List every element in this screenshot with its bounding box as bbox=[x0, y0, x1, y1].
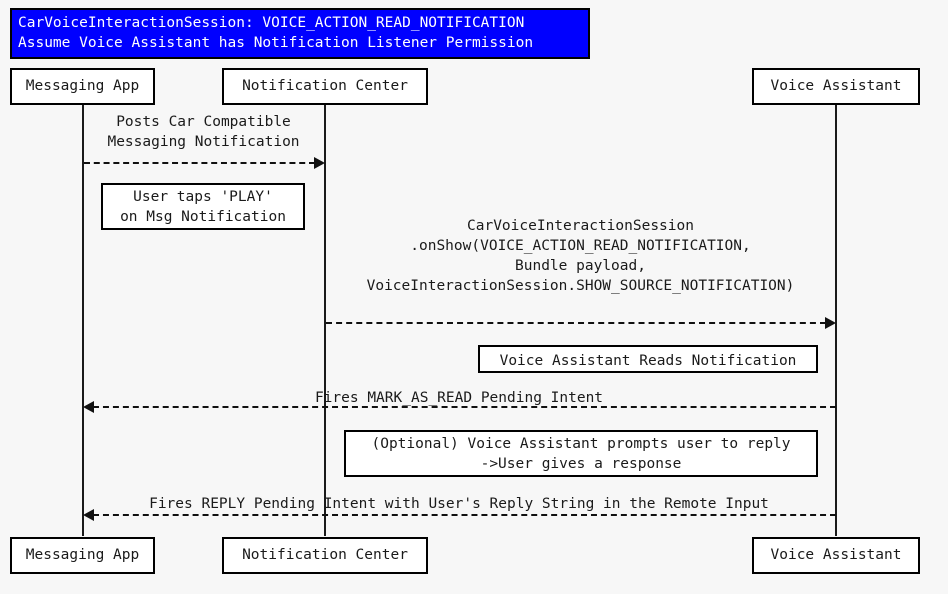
message-arrow-posts-notification bbox=[84, 162, 315, 164]
diagram-title-box: CarVoiceInteractionSession: VOICE_ACTION… bbox=[10, 8, 590, 59]
note-user-taps-play-line-1: User taps 'PLAY' bbox=[133, 189, 273, 205]
message-on-show-line-3: Bundle payload, bbox=[515, 258, 646, 274]
lifeline-notification-center bbox=[324, 104, 326, 536]
note-optional-line-1: (Optional) Voice Assistant prompts user … bbox=[371, 436, 791, 452]
diagram-title-line-1: CarVoiceInteractionSession: VOICE_ACTION… bbox=[18, 15, 525, 31]
note-voice-assistant-reads-notification: Voice Assistant Reads Notification bbox=[478, 345, 818, 373]
message-on-show-line-2: .onShow(VOICE_ACTION_READ_NOTIFICATION, bbox=[410, 238, 751, 254]
note-reads-notification-line-1: Voice Assistant Reads Notification bbox=[499, 353, 797, 369]
message-posts-line-1: Posts Car Compatible bbox=[116, 114, 291, 130]
arrowhead-posts-notification bbox=[314, 157, 325, 169]
message-label-mark-as-read: Fires MARK_AS_READ Pending Intent bbox=[82, 388, 836, 408]
note-optional-line-2: ->User gives a response bbox=[480, 456, 682, 472]
message-label-posts-notification: Posts Car Compatible Messaging Notificat… bbox=[82, 112, 325, 152]
arrowhead-reply-pending-intent bbox=[83, 509, 94, 521]
participant-notification-center-top[interactable]: Notification Center bbox=[222, 68, 428, 105]
note-user-taps-play-line-2: on Msg Notification bbox=[120, 209, 286, 225]
message-reply-line-1: Fires REPLY Pending Intent with User's R… bbox=[149, 496, 769, 512]
arrowhead-mark-as-read bbox=[83, 401, 94, 413]
message-arrow-mark-as-read bbox=[93, 406, 836, 408]
message-label-reply-pending-intent: Fires REPLY Pending Intent with User's R… bbox=[82, 494, 836, 514]
lifeline-voice-assistant bbox=[835, 104, 837, 536]
message-label-on-show: CarVoiceInteractionSession .onShow(VOICE… bbox=[325, 216, 836, 296]
message-on-show-line-4: VoiceInteractionSession.SHOW_SOURCE_NOTI… bbox=[366, 278, 795, 294]
message-posts-line-2: Messaging Notification bbox=[107, 134, 300, 150]
participant-voice-assistant-bottom[interactable]: Voice Assistant bbox=[752, 537, 920, 574]
participant-voice-assistant-top[interactable]: Voice Assistant bbox=[752, 68, 920, 105]
participant-messaging-app-top[interactable]: Messaging App bbox=[10, 68, 155, 105]
message-on-show-line-1: CarVoiceInteractionSession bbox=[467, 218, 694, 234]
arrowhead-on-show bbox=[825, 317, 836, 329]
lifeline-messaging-app bbox=[82, 104, 84, 536]
diagram-title-line-2: Assume Voice Assistant has Notification … bbox=[18, 35, 534, 51]
message-arrow-reply-pending-intent bbox=[93, 514, 836, 516]
participant-notification-center-bottom[interactable]: Notification Center bbox=[222, 537, 428, 574]
message-arrow-on-show bbox=[326, 322, 826, 324]
note-optional-prompt-user: (Optional) Voice Assistant prompts user … bbox=[344, 430, 818, 477]
participant-messaging-app-bottom[interactable]: Messaging App bbox=[10, 537, 155, 574]
note-user-taps-play: User taps 'PLAY' on Msg Notification bbox=[101, 183, 305, 230]
message-mark-as-read-line-1: Fires MARK_AS_READ Pending Intent bbox=[314, 390, 604, 406]
